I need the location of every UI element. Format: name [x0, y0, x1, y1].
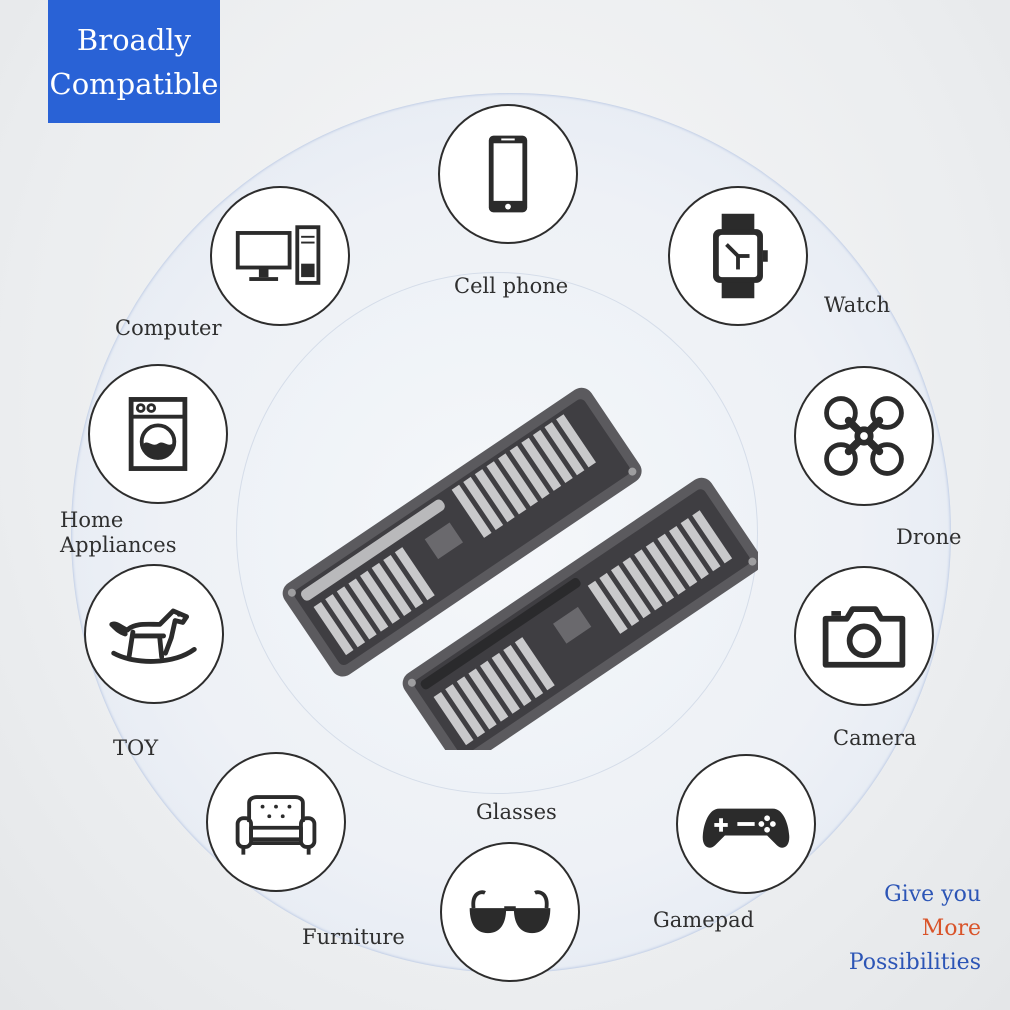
furniture-label: Furniture	[302, 925, 405, 949]
watch-label: Watch	[824, 293, 891, 317]
glasses-label: Glasses	[476, 800, 557, 824]
computer-icon	[235, 225, 321, 285]
washing-machine-icon	[128, 397, 188, 471]
gamepad-circle	[676, 754, 816, 894]
cell-phone-circle	[438, 104, 578, 244]
glasses-circle	[440, 842, 580, 982]
screwdriver-bit-set-case	[282, 387, 758, 750]
badge-line-1: Broadly	[76, 22, 192, 57]
home-appliances-circle	[88, 364, 228, 504]
badge-line-2: Compatible	[49, 66, 219, 101]
drone-circle	[794, 366, 934, 506]
furniture-circle	[206, 752, 346, 892]
cell-phone-icon	[488, 135, 528, 213]
camera-label: Camera	[833, 726, 917, 750]
tagline-line-3: Possibilities	[848, 950, 981, 975]
sofa-icon	[235, 795, 317, 855]
tagline-line-2: More	[921, 916, 981, 941]
toy-circle	[84, 564, 224, 704]
compatibility-badge: Broadly Compatible	[48, 0, 220, 123]
home-appliances-label: Home Appliances	[60, 508, 177, 557]
drone-label: Drone	[896, 525, 962, 549]
computer-label: Computer	[115, 316, 222, 340]
gamepad-label: Gamepad	[653, 908, 755, 932]
watch-circle	[668, 186, 808, 326]
watch-icon	[713, 213, 768, 299]
cell-phone-label: Cell phone	[454, 274, 569, 298]
tagline-line-1: Give you	[884, 882, 981, 907]
camera-icon	[822, 606, 906, 668]
rocking-horse-icon	[109, 608, 197, 664]
drone-icon	[824, 396, 904, 476]
glasses-icon	[469, 890, 551, 934]
camera-circle	[794, 566, 934, 706]
computer-circle	[210, 186, 350, 326]
toy-label: TOY	[113, 736, 159, 760]
gamepad-icon	[702, 808, 790, 848]
